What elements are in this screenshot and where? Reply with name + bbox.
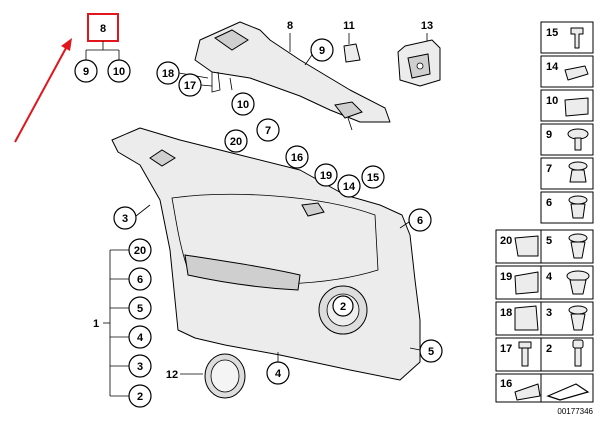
callout-6: 6 [417, 215, 423, 227]
legend-label-4: 4 [546, 271, 553, 283]
group-1-item-4: 4 [137, 332, 144, 344]
highlight-label: 8 [100, 23, 106, 35]
group-1-item-5: 3 [137, 361, 143, 373]
legend-label-20: 20 [500, 235, 512, 247]
callout-8-top: 8 [287, 20, 293, 32]
group-1-item-1: 20 [134, 245, 146, 257]
callout-5: 5 [428, 346, 434, 358]
callout-17: 17 [184, 80, 196, 92]
callout-14-bubble[interactable] [337, 174, 361, 198]
callout-9: 9 [319, 45, 325, 57]
group-1-item-2: 6 [137, 274, 143, 286]
legend-label-16: 16 [500, 378, 512, 390]
highlight-child-10: 10 [113, 66, 125, 78]
callout-7-bubble[interactable] [256, 118, 280, 142]
callout-11: 11 [343, 20, 355, 32]
legend-label-10: 10 [546, 95, 558, 107]
legend-label-3: 3 [546, 307, 552, 319]
callout-6-bubble[interactable] [408, 208, 432, 232]
callout-12: 12 [166, 369, 178, 381]
legend-label-19: 19 [500, 271, 512, 283]
part-11-clip [343, 43, 361, 63]
group-1-item-3-bubble[interactable] [128, 296, 152, 320]
legend-label-15: 15 [546, 27, 558, 39]
callout-1: 1 [93, 318, 99, 330]
callout-3-bubble[interactable] [113, 206, 137, 230]
callout-15-bubble[interactable] [361, 165, 385, 189]
callout-20: 20 [230, 136, 242, 148]
legend-label-5: 5 [546, 235, 552, 247]
highlight-child-9: 9 [83, 66, 89, 78]
callout-10-bubble[interactable] [231, 92, 255, 116]
part-8-upper-trim [194, 21, 391, 131]
legend-arrow-icon [546, 383, 590, 401]
callout-18: 18 [162, 68, 174, 80]
highlight-child-9-bubble[interactable] [74, 59, 98, 83]
group-1-item-5-bubble[interactable] [128, 354, 152, 378]
callout-16-bubble[interactable] [285, 145, 309, 169]
legend-paired-rows: 20 5 19 4 18 3 17 2 16 [495, 229, 594, 403]
legend-right-column: 15 14 10 9 7 6 [540, 21, 594, 224]
callout-20-bubble[interactable] [224, 129, 248, 153]
group-1-item-6: 2 [137, 391, 143, 403]
group-1-item-3: 5 [137, 303, 143, 315]
callout-16: 16 [291, 152, 303, 164]
group-1-item-1-bubble[interactable] [128, 238, 152, 262]
callout-19: 19 [320, 170, 332, 182]
legend-label-2: 2 [546, 343, 552, 355]
callout-7: 7 [265, 125, 271, 137]
part-12-grommet [204, 353, 246, 399]
legend-label-9: 9 [546, 129, 552, 141]
legend-cell-2[interactable] [540, 337, 594, 372]
group-1-item-6-bubble[interactable] [128, 384, 152, 408]
legend-cell-9[interactable] [540, 123, 594, 156]
highlight-callout-group[interactable]: 8 9 10 [74, 13, 131, 83]
callout-19-bubble[interactable] [314, 163, 338, 187]
group-1-item-2-bubble[interactable] [128, 267, 152, 291]
group-1-item-4-bubble[interactable] [128, 325, 152, 349]
legend-label-14: 14 [546, 61, 559, 73]
highlight-child-10-bubble[interactable] [107, 59, 131, 83]
legend-cell-15[interactable] [540, 21, 594, 54]
callout-3: 3 [122, 213, 128, 225]
legend-label-6: 6 [546, 197, 552, 209]
callout-15: 15 [367, 172, 379, 184]
callout-5-bubble[interactable] [419, 339, 443, 363]
callout-2-speaker-bubble[interactable] [332, 295, 354, 317]
legend-label-17: 17 [500, 343, 512, 355]
callout-14: 14 [343, 181, 356, 193]
part-13-bracket [397, 39, 441, 87]
callout-13: 13 [421, 20, 433, 32]
callout-2-speaker: 2 [340, 301, 346, 313]
legend-label-7: 7 [546, 163, 552, 175]
diagram-code: 00177346 [557, 407, 593, 416]
red-arrow-icon [14, 38, 72, 143]
group-1-list: 20 6 5 4 3 2 [110, 238, 152, 408]
legend-label-18: 18 [500, 307, 512, 319]
callout-9-bubble[interactable] [310, 38, 334, 62]
callout-10: 10 [237, 99, 249, 111]
callout-4: 4 [275, 368, 282, 380]
